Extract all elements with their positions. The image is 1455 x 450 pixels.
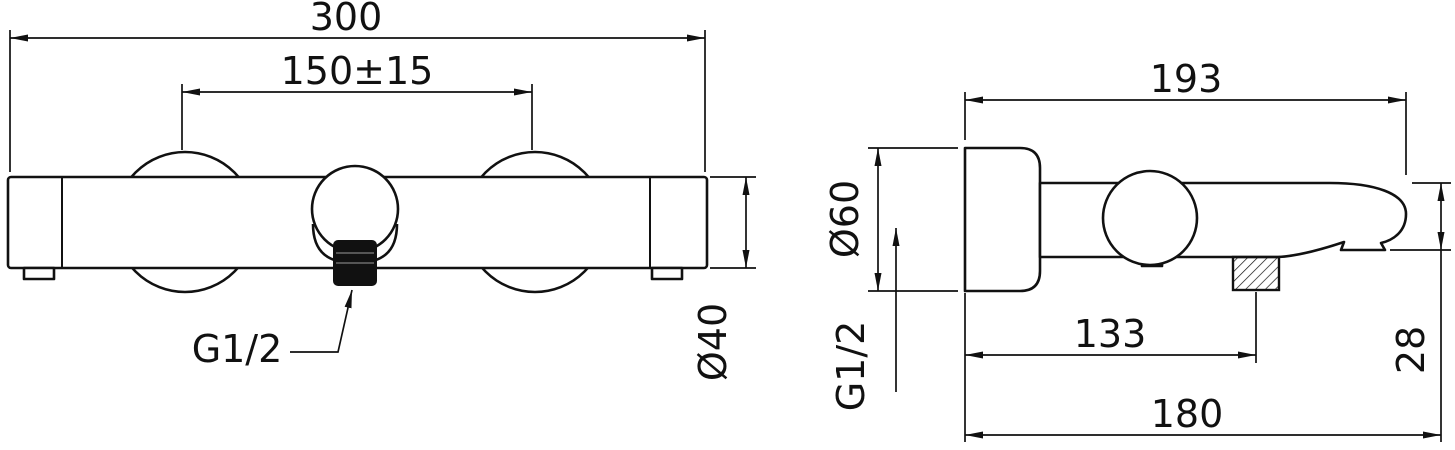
dim-outlet-projection-label: 133 [1074,312,1147,356]
dim-lower-projection-label: 180 [1151,392,1224,436]
dim-body-diameter-label: Ø40 [691,303,735,381]
side-view-dimensions: 193 Ø60 G1/2 133 28 180 [823,57,1451,442]
dim-outlet-drop-label: 28 [1389,326,1433,374]
front-view-part [6,150,709,294]
handle-side [1101,169,1199,267]
mount-foot-left [22,266,56,281]
mount-foot-right [650,266,684,281]
front-view-dimensions: 300 150±15 Ø40 G1/2 [9,0,756,381]
wall-escutcheon [963,146,1042,293]
front-view: 300 150±15 Ø40 G1/2 [6,0,756,381]
dim-inlet-thread-label: G1/2 [829,321,873,412]
dim-center-distance-label: 150±15 [281,49,434,93]
side-view-part [963,146,1408,293]
outlet-thread-side [1231,255,1281,292]
diverter-knob [310,164,400,254]
dim-outlet-thread-label: G1/2 [192,327,283,371]
side-view: 193 Ø60 G1/2 133 28 180 [823,57,1451,442]
mixer-body-side [1038,181,1408,259]
dim-overall-width-label: 300 [310,0,383,39]
dim-escutcheon-diameter-label: Ø60 [823,180,867,258]
leader-line-outlet-thread [290,289,353,353]
dim-overall-projection-label: 193 [1150,57,1223,101]
